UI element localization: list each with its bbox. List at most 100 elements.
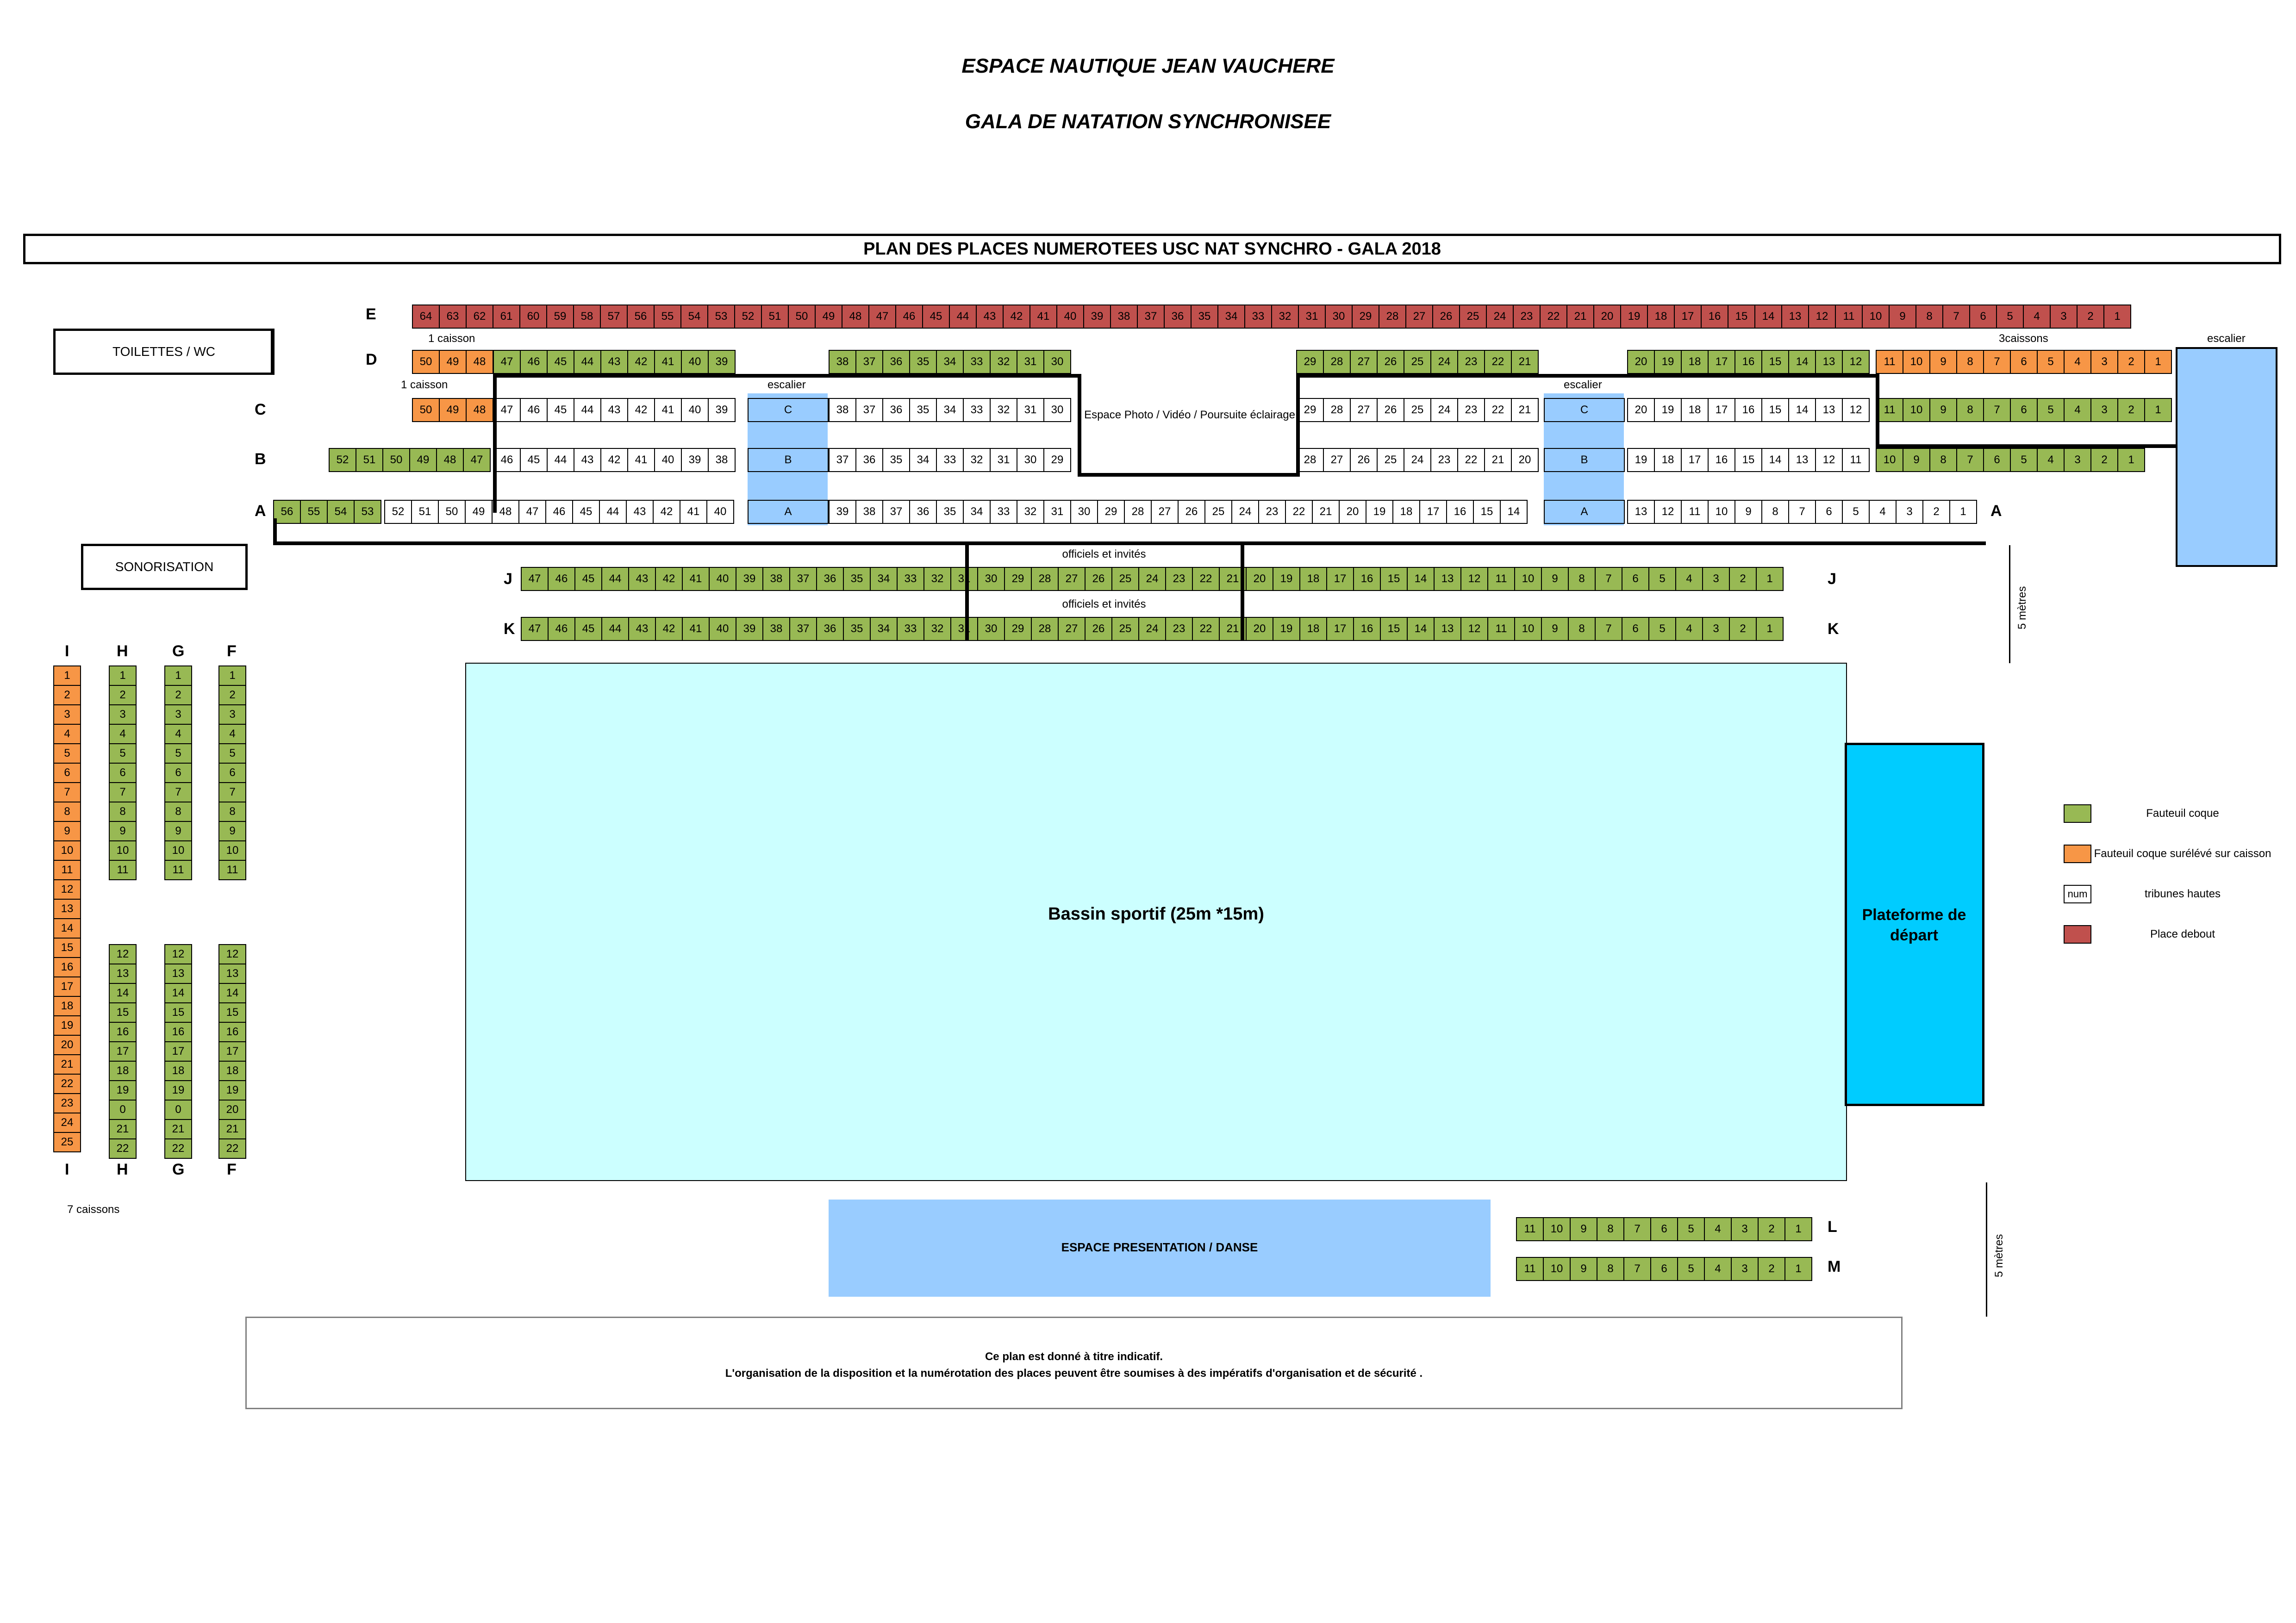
seat[interactable]: 15 [1728, 305, 1755, 329]
seat[interactable]: 20 [1627, 350, 1655, 374]
seat[interactable]: 16 [164, 1022, 192, 1042]
seat[interactable]: 24 [1404, 448, 1431, 472]
seat[interactable]: 0 [109, 1100, 137, 1120]
seat[interactable]: 6 [1622, 617, 1649, 641]
seat[interactable]: 12 [218, 944, 246, 964]
seat[interactable]: 7 [1983, 398, 2011, 422]
seat[interactable]: 50 [438, 500, 466, 524]
seat[interactable]: 46 [493, 448, 521, 472]
seat[interactable]: 4 [109, 724, 137, 744]
seat[interactable]: 13 [1788, 448, 1816, 472]
seat[interactable]: 37 [829, 448, 856, 472]
seat[interactable]: 47 [518, 500, 546, 524]
seat[interactable]: 33 [990, 500, 1017, 524]
seat[interactable]: 5 [1842, 500, 1870, 524]
seat[interactable]: 47 [463, 448, 491, 472]
seat[interactable]: 13 [53, 899, 81, 919]
seat[interactable]: 9 [1929, 350, 1957, 374]
seat[interactable]: 10 [109, 840, 137, 861]
seat[interactable]: 41 [1029, 305, 1057, 329]
seat[interactable]: 15 [1380, 617, 1408, 641]
seat[interactable]: 21 [1511, 398, 1539, 422]
seat[interactable]: 25 [1404, 398, 1431, 422]
seat[interactable]: 22 [1457, 448, 1485, 472]
seat[interactable]: 8 [1597, 1257, 1624, 1281]
seat[interactable]: 0 [164, 1100, 192, 1120]
seat[interactable]: 53 [707, 305, 735, 329]
seat[interactable]: 19 [1620, 305, 1648, 329]
seat[interactable]: 1 [53, 665, 81, 686]
seat[interactable]: 6 [109, 763, 137, 783]
seat[interactable]: 2 [1729, 567, 1757, 591]
seat[interactable]: 15 [1761, 350, 1789, 374]
seat[interactable]: 25 [1204, 500, 1232, 524]
seat[interactable]: 34 [936, 350, 964, 374]
seat[interactable]: 3 [164, 704, 192, 725]
seat[interactable]: 50 [412, 398, 440, 422]
seat[interactable]: 11 [1487, 567, 1515, 591]
seat[interactable]: 44 [949, 305, 977, 329]
seat[interactable]: 26 [1085, 567, 1112, 591]
seat[interactable]: 61 [493, 305, 520, 329]
seat[interactable]: 45 [547, 398, 574, 422]
seat[interactable]: 11 [1876, 398, 1903, 422]
seat[interactable]: 49 [439, 398, 467, 422]
seat[interactable]: 30 [1043, 398, 1071, 422]
seat[interactable]: 24 [1231, 500, 1259, 524]
seat[interactable]: 13 [1815, 398, 1843, 422]
seat[interactable]: 24 [1138, 567, 1166, 591]
seat[interactable]: 44 [601, 567, 629, 591]
seat[interactable]: 6 [1969, 305, 1997, 329]
seat[interactable]: 25 [1459, 305, 1487, 329]
seat[interactable]: 39 [736, 617, 763, 641]
seat[interactable]: 12 [53, 879, 81, 900]
seat[interactable]: 9 [218, 821, 246, 841]
seat[interactable]: 42 [627, 398, 655, 422]
seat[interactable]: 24 [1486, 305, 1514, 329]
seat[interactable]: 43 [600, 398, 628, 422]
seat[interactable]: 52 [734, 305, 762, 329]
seat[interactable]: 9 [1541, 567, 1569, 591]
seat[interactable]: 27 [1405, 305, 1433, 329]
seat[interactable]: 1 [1756, 567, 1784, 591]
seat[interactable]: 14 [164, 983, 192, 1003]
seat[interactable]: 58 [573, 305, 601, 329]
seat[interactable]: 30 [1325, 305, 1353, 329]
seat[interactable]: 33 [963, 350, 991, 374]
seat[interactable]: 22 [1540, 305, 1567, 329]
seat[interactable]: 19 [1654, 350, 1682, 374]
seat[interactable]: 5 [2010, 448, 2038, 472]
seat[interactable]: 34 [963, 500, 991, 524]
seat[interactable]: 38 [708, 448, 736, 472]
seat[interactable]: 8 [218, 802, 246, 822]
seat[interactable]: 57 [600, 305, 628, 329]
seat[interactable]: 33 [1244, 305, 1272, 329]
seat[interactable]: 38 [829, 350, 856, 374]
seat[interactable]: 47 [521, 567, 549, 591]
seat[interactable]: 18 [1392, 500, 1420, 524]
seat[interactable]: 17 [109, 1041, 137, 1062]
seat[interactable]: 59 [546, 305, 574, 329]
seat[interactable]: 17 [1708, 350, 1735, 374]
seat[interactable]: 18 [1681, 398, 1709, 422]
seat[interactable]: 9 [1889, 305, 1916, 329]
seat[interactable]: 29 [1004, 567, 1032, 591]
seat[interactable]: 26 [1377, 350, 1404, 374]
seat[interactable]: 32 [1271, 305, 1299, 329]
seat[interactable]: 7 [1623, 1257, 1651, 1281]
seat[interactable]: 44 [601, 617, 629, 641]
seat[interactable]: 49 [409, 448, 437, 472]
seat[interactable]: 50 [788, 305, 816, 329]
seat[interactable]: 43 [600, 350, 628, 374]
seat[interactable]: 10 [1903, 350, 1930, 374]
seat[interactable]: 13 [1627, 500, 1655, 524]
seat[interactable]: 42 [1003, 305, 1030, 329]
seat[interactable]: 47 [521, 617, 549, 641]
seat[interactable]: 13 [1781, 305, 1809, 329]
seat[interactable]: 47 [493, 350, 521, 374]
seat[interactable]: 2 [2117, 398, 2145, 422]
seat[interactable]: 28 [1379, 305, 1406, 329]
seat[interactable]: 16 [109, 1022, 137, 1042]
seat[interactable]: 32 [923, 567, 951, 591]
seat[interactable]: 8 [1568, 567, 1596, 591]
